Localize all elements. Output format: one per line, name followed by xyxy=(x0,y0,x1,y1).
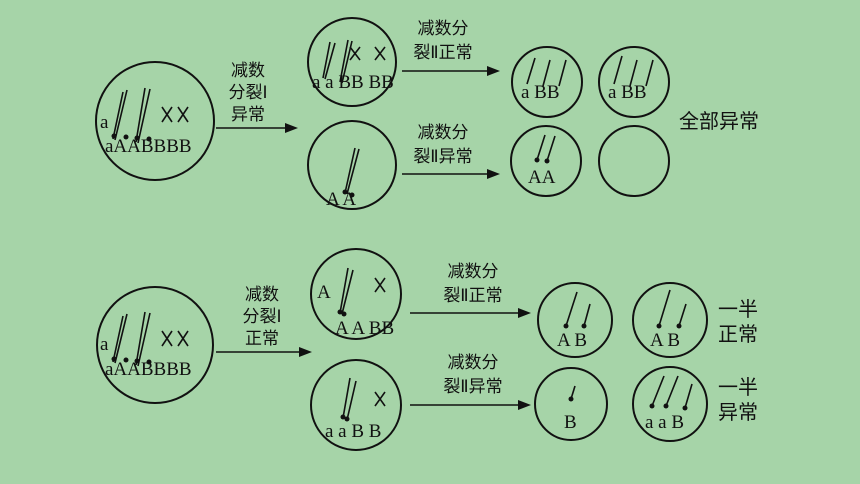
chromosome xyxy=(349,46,361,61)
bottom-gamete-4: a a B xyxy=(632,366,708,442)
step-label: 裂Ⅱ异常 xyxy=(413,147,472,167)
bottom-panel: a aAABBBB 减数 分裂Ⅰ 正常 A A A BB a a B B xyxy=(96,248,758,451)
chromosome xyxy=(374,277,386,293)
chromosome xyxy=(374,46,386,61)
step-label-line3: 正常 xyxy=(245,329,279,349)
chromosome xyxy=(177,330,189,347)
bottom-parent-cell: a aAABBBB xyxy=(96,286,214,404)
bottom-meiosis2-steps: 减数分 裂Ⅱ正常 减数分 裂Ⅱ异常 xyxy=(410,262,531,410)
step-label-line2: 分裂Ⅰ xyxy=(242,307,281,327)
step-label: 裂Ⅱ正常 xyxy=(413,43,472,63)
cell-circle xyxy=(534,367,608,441)
chromosome xyxy=(526,57,567,87)
genotype-label: a a B xyxy=(645,412,684,433)
genotype-label: a BB xyxy=(521,82,560,103)
cell-circle xyxy=(307,120,397,210)
cell-circle xyxy=(310,359,402,451)
chromosome xyxy=(613,55,654,87)
genotype-label: A A BB xyxy=(335,318,394,339)
top-daughter-cell-2: A A xyxy=(307,120,397,210)
step-label: 裂Ⅱ正常 xyxy=(443,286,502,306)
genotype-label: a a BB BB xyxy=(312,72,394,93)
bottom-meiosis1-step: 减数 分裂Ⅰ 正常 xyxy=(216,285,312,357)
chromosome xyxy=(322,41,336,80)
chromosome xyxy=(342,377,357,421)
conclusion-label-line1: 一半 xyxy=(718,297,758,321)
arrow-head xyxy=(299,347,312,357)
top-meiosis1-step: 减数 分裂Ⅰ 异常 xyxy=(216,61,298,133)
step-label: 减数分 xyxy=(418,19,469,39)
conclusion-label-line1: 一半 xyxy=(718,375,758,399)
step-label: 减数分 xyxy=(418,123,469,143)
cell-circle xyxy=(511,46,583,118)
conclusion-label: 全部异常 xyxy=(679,109,759,133)
bottom-daughter-cell-1: A A A BB xyxy=(310,248,402,340)
genotype-label: AA xyxy=(528,167,556,188)
cell-circle xyxy=(510,125,582,197)
arrow-head xyxy=(518,400,531,410)
cell-circle xyxy=(537,282,613,358)
genotype-label: aAABBBB xyxy=(105,136,192,157)
chromosome xyxy=(651,375,693,409)
genotype-label: aAABBBB xyxy=(105,359,192,380)
bottom-gamete-2: A B xyxy=(632,282,708,358)
top-daughter-cell-1: a a BB BB xyxy=(307,17,397,107)
arrow-head xyxy=(518,308,531,318)
allele-label: A xyxy=(317,282,331,303)
top-gamete-4-empty xyxy=(598,125,670,197)
chromosome xyxy=(135,311,151,367)
top-meiosis2-steps: 减数分 裂Ⅱ正常 减数分 裂Ⅱ异常 xyxy=(402,19,500,179)
genotype-label: A B xyxy=(557,330,587,351)
step-label: 减数分 xyxy=(448,262,499,282)
step-label-line2: 分裂Ⅰ xyxy=(228,83,267,103)
chromosome xyxy=(339,267,354,315)
chromosome xyxy=(374,391,386,407)
cell-circle xyxy=(307,17,397,107)
chromosome xyxy=(536,134,556,162)
step-label-line1: 减数 xyxy=(231,61,265,81)
arrow-head xyxy=(285,123,298,133)
cell-circle xyxy=(310,248,402,340)
bottom-gamete-3: B xyxy=(534,367,608,441)
genotype-label: A A xyxy=(326,189,356,210)
cell-circle xyxy=(632,282,708,358)
top-gamete-2: a BB xyxy=(598,46,670,118)
chromosome xyxy=(161,330,173,347)
chromosome xyxy=(344,147,360,195)
allele-label: a xyxy=(100,112,109,133)
genotype-label: A B xyxy=(650,330,680,351)
arrow-head xyxy=(487,66,500,76)
arrow-head xyxy=(487,169,500,179)
genotype-label: B xyxy=(564,412,577,433)
bottom-daughter-cell-2: a a B B xyxy=(310,359,402,451)
allele-label: a xyxy=(100,334,109,355)
chromosome xyxy=(135,87,151,144)
conclusion-label-line2: 正常 xyxy=(718,322,758,346)
cell-circle xyxy=(598,125,670,197)
genotype-label: a a B B xyxy=(325,421,381,442)
cell-circle xyxy=(632,366,708,442)
top-panel: a aAABBBB 减数 分裂Ⅰ 异常 a a BB BB A A xyxy=(95,17,759,210)
conclusion-label-line2: 异常 xyxy=(718,400,758,424)
chromosome xyxy=(161,106,173,123)
cell-circle xyxy=(96,286,214,404)
top-parent-cell: a aAABBBB xyxy=(95,61,215,181)
bottom-gamete-1: A B xyxy=(537,282,613,358)
top-gamete-3: AA xyxy=(510,125,582,197)
chromosome xyxy=(177,106,189,123)
step-label-line3: 异常 xyxy=(231,105,265,125)
step-label: 减数分 xyxy=(448,353,499,373)
chromosome xyxy=(658,289,687,327)
chromosome xyxy=(112,89,128,141)
genotype-label: a BB xyxy=(608,82,647,103)
cell-circle xyxy=(95,61,215,181)
cell-circle xyxy=(598,46,670,118)
chromosome xyxy=(112,313,128,364)
step-label: 裂Ⅱ异常 xyxy=(443,377,502,397)
step-label-line1: 减数 xyxy=(245,285,279,305)
top-gamete-1: a BB xyxy=(511,46,583,118)
chromosome xyxy=(565,291,591,327)
